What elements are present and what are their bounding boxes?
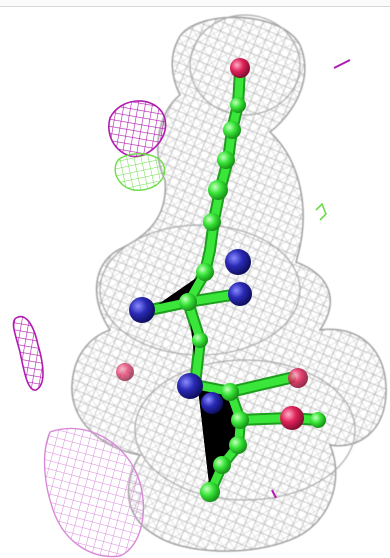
carbon-atom xyxy=(192,332,208,348)
carbon-atom xyxy=(196,263,214,281)
oxygen-atom xyxy=(230,58,250,78)
magenta-fragment-top-right xyxy=(333,59,351,69)
carbon-atom xyxy=(213,456,231,474)
nitrogen-atom xyxy=(228,282,252,306)
carbon-atom xyxy=(203,213,221,231)
carbon-atom xyxy=(310,412,326,428)
nitrogen-atom xyxy=(177,373,203,399)
ligand-atoms xyxy=(116,58,326,502)
oxygen-atom xyxy=(280,406,304,430)
carbon-atom xyxy=(208,180,228,200)
top-border xyxy=(0,0,390,7)
carbon-atom xyxy=(200,482,220,502)
magenta-fragment-bottom xyxy=(271,489,277,499)
negative-difference-mesh-left xyxy=(12,315,44,391)
nitrogen-atom xyxy=(129,297,155,323)
carbon-atom xyxy=(231,411,249,429)
oxygen-atom xyxy=(288,368,308,388)
oxygen-atom xyxy=(116,363,134,381)
nitrogen-atom xyxy=(225,249,251,275)
negative-difference-mesh-top xyxy=(108,100,167,158)
carbon-atom xyxy=(230,97,246,113)
carbon-atom xyxy=(221,383,239,401)
carbon-atom xyxy=(229,436,247,454)
carbon-atom xyxy=(217,151,235,169)
carbon-atom xyxy=(223,121,241,139)
positive-difference-mesh xyxy=(114,153,166,191)
nitrogen-atom xyxy=(201,392,223,414)
pink-density-mesh xyxy=(43,427,145,558)
green-fragment-right xyxy=(315,202,327,221)
carbon-atom xyxy=(179,293,197,311)
